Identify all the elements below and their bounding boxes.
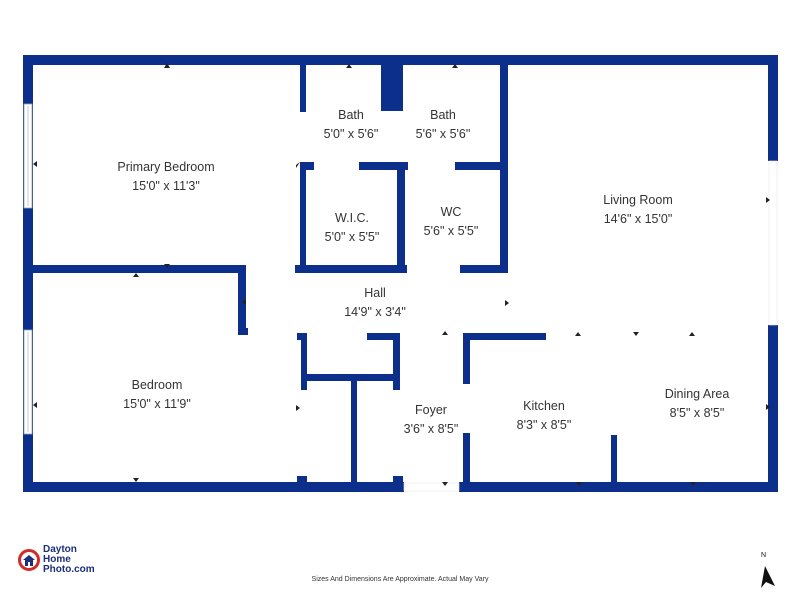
room-primary-bedroom: Primary Bedroom 15'0" x 11'3" <box>117 158 214 196</box>
room-dimensions: 14'6" x 15'0" <box>603 212 673 226</box>
room-dimensions: 14'9" x 3'4" <box>344 305 406 319</box>
room-hall: Hall 14'9" x 3'4" <box>344 284 406 322</box>
room-name: Primary Bedroom <box>117 160 215 174</box>
logo-text: Dayton Home Photo.com <box>43 545 95 575</box>
north-label: N <box>761 552 767 559</box>
room-bath-1: Bath 5'0" x 5'6" <box>324 106 379 144</box>
room-dimensions: 5'6" x 5'5" <box>423 224 479 238</box>
room-name: Bath <box>430 108 456 122</box>
room-foyer: Foyer 3'6" x 8'5" <box>404 401 459 439</box>
disclaimer-text: Sizes And Dimensions Are Approximate. Ac… <box>311 576 489 583</box>
room-name: Hall <box>364 286 386 300</box>
room-dimensions: 3'6" x 8'5" <box>403 422 459 436</box>
room-wic: W.I.C. 5'0" x 5'5" <box>325 209 380 247</box>
walls <box>23 55 778 492</box>
dimension-ticks <box>33 63 770 486</box>
room-bath-2: Bath 5'6" x 5'6" <box>416 106 471 144</box>
room-dimensions: 15'0" x 11'3" <box>132 179 200 193</box>
room-name: Kitchen <box>523 399 565 413</box>
room-dimensions: 8'3" x 8'5" <box>516 418 572 432</box>
room-wc: WC 5'6" x 5'5" <box>424 203 479 241</box>
logo-line-2: Home <box>43 554 71 565</box>
logo-line-1: Dayton <box>43 544 77 555</box>
room-dimensions: 8'5" x 8'5" <box>669 406 725 420</box>
room-dining-area: Dining Area 8'5" x 8'5" <box>665 385 730 423</box>
room-name: W.I.C. <box>334 211 370 225</box>
room-dimensions: 5'0" x 5'6" <box>323 127 379 141</box>
brand-logo: Dayton Home Photo.com <box>18 545 95 575</box>
room-name: Bedroom <box>131 378 183 392</box>
room-bedroom: Bedroom 15'0" x 11'9" <box>123 376 191 414</box>
room-living-room: Living Room 14'6" x 15'0" <box>603 191 672 229</box>
north-arrow-icon <box>761 566 775 588</box>
room-name: WC <box>440 205 462 219</box>
windows <box>23 103 33 435</box>
room-name: Dining Area <box>664 387 730 401</box>
house-icon <box>18 549 40 571</box>
compass: N <box>755 552 781 592</box>
room-dimensions: 5'0" x 5'5" <box>324 230 380 244</box>
logo-line-3: Photo.com <box>43 564 95 575</box>
room-name: Bath <box>338 108 364 122</box>
room-dimensions: 15'0" x 11'9" <box>123 397 191 411</box>
room-name: Foyer <box>415 403 447 417</box>
room-kitchen: Kitchen 8'3" x 8'5" <box>517 397 572 435</box>
room-name: Living Room <box>603 193 673 207</box>
openings <box>403 160 778 492</box>
room-dimensions: 5'6" x 5'6" <box>415 127 471 141</box>
